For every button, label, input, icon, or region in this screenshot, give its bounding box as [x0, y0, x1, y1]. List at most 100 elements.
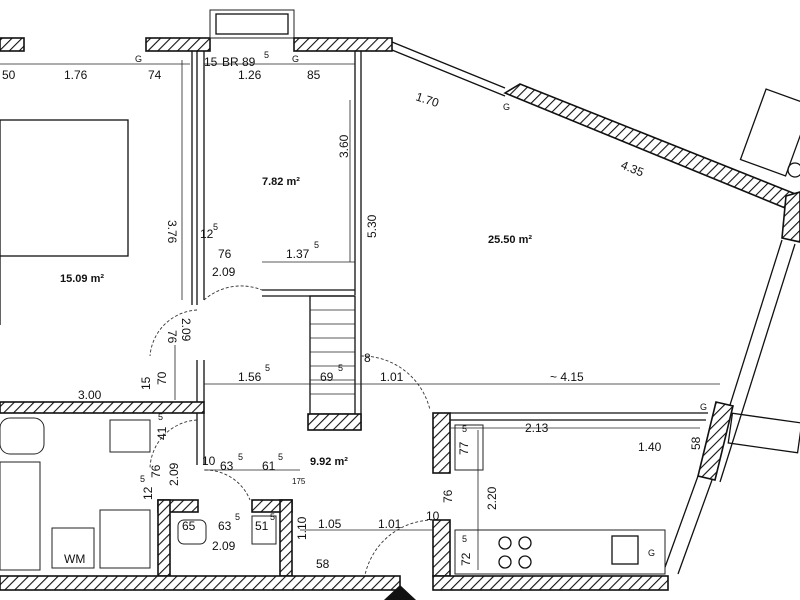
door-kitchen [364, 519, 434, 576]
label-br-sup: 5 [264, 50, 269, 60]
wall-diagonal-top [503, 83, 800, 212]
dim-58b: 58 [316, 557, 330, 571]
dim-156: 1.56 [238, 370, 262, 384]
dim-12: 12 [200, 227, 214, 241]
wall-diagonal-thin-2 [391, 49, 506, 97]
washbasin [109, 419, 151, 453]
wall-stair-bottom [307, 413, 362, 431]
wall-top-center-left [145, 37, 211, 52]
dim-65: 65 [182, 519, 196, 533]
room-area-hall: 9.92 m² [310, 456, 348, 468]
dim-63a: 63 [220, 459, 234, 473]
dim-77: 77 [457, 441, 471, 455]
dim-105: 1.05 [318, 517, 342, 531]
door-wc [204, 469, 251, 501]
cabinet [99, 509, 151, 569]
g-marker-2: G [292, 54, 299, 64]
wc-sink [251, 515, 277, 545]
dim-12b-sup: 5 [140, 474, 145, 484]
wall-right-bottom-2 [677, 479, 713, 575]
dim-v-530: 5.30 [365, 214, 379, 238]
dim-175: 175 [292, 477, 306, 486]
dim-diag-435: 4.35 [619, 158, 646, 180]
dim-209b: 2.09 [179, 318, 193, 342]
dim-10b: 10 [426, 509, 440, 523]
stove-burner-3 [498, 555, 512, 569]
room-area-small: 7.82 m² [262, 176, 300, 188]
dim-58a: 58 [689, 436, 703, 450]
window-pane [215, 13, 289, 35]
walls [0, 9, 800, 600]
dim-140: 1.40 [638, 440, 662, 454]
label-br: BR 89 [222, 55, 256, 69]
dimension-labels: 50 1.76 74 15 1.26 85 1.70 4.35 3.76 3.6… [2, 55, 703, 571]
balcony-lower [727, 412, 800, 454]
dim-76a: 76 [218, 247, 232, 261]
washing-machine [51, 527, 95, 569]
door-bath [149, 419, 198, 469]
g-marker-1: G [135, 54, 142, 64]
dim-41: 41 [155, 426, 169, 440]
dim-220: 2.20 [485, 486, 499, 510]
dim-70: 70 [155, 371, 169, 385]
dim-63b-sup: 5 [235, 512, 240, 522]
dim-8: 8 [364, 351, 371, 365]
dim-72: 72 [459, 552, 473, 566]
wall-top-center-right [293, 37, 393, 52]
dim-63b: 63 [218, 519, 232, 533]
wall-wc-right [279, 499, 293, 577]
wall-wc-left [157, 499, 171, 577]
dim-51-sup: 5 [270, 512, 275, 522]
balcony-unit [739, 88, 800, 177]
bathtub [0, 417, 45, 455]
wall-top-left [0, 37, 25, 52]
stove-burner-1 [498, 536, 512, 550]
room-area-living: 25.50 m² [488, 234, 532, 246]
staircase [309, 295, 356, 415]
north-arrow [384, 585, 416, 600]
dim-51: 51 [255, 519, 269, 533]
window-box [209, 9, 295, 39]
dim-63a-sup: 5 [238, 452, 243, 462]
wall-kitchen-left-bottom [432, 519, 451, 577]
dim-top-126: 1.26 [238, 68, 262, 82]
wall-h-bath-top [0, 401, 205, 414]
g-marker-3: G [503, 102, 510, 112]
wall-right-bottom [663, 475, 699, 571]
dim-213: 2.13 [525, 421, 549, 435]
dim-101a: 1.01 [380, 370, 404, 384]
kitchen-counter [454, 529, 666, 575]
dim-12b: 12 [141, 486, 155, 500]
wall-kitchen-left-top [432, 412, 451, 474]
dim-v-376: 3.76 [165, 220, 179, 244]
dim-101b: 1.01 [378, 517, 402, 531]
dim-69: 69 [320, 370, 334, 384]
room-area-left: 15.09 m² [60, 273, 104, 285]
g-marker-5: G [648, 548, 655, 558]
dim-61: 61 [262, 459, 276, 473]
dim-110: 1.10 [295, 516, 309, 540]
dim-top-50: 50 [2, 68, 16, 82]
dim-72-sup: 5 [462, 534, 467, 544]
wall-right-corner [781, 191, 800, 243]
dim-209c: 2.09 [167, 462, 181, 486]
dim-41-sup: 5 [158, 412, 163, 422]
dim-12-sup: 5 [213, 222, 218, 232]
wall-diagonal-thin [391, 41, 506, 89]
g-marker-4: G [700, 402, 707, 412]
door-small-room [203, 285, 263, 301]
label-wm: WM [64, 552, 85, 566]
dim-top-85: 85 [307, 68, 321, 82]
shower-area [0, 461, 41, 571]
dim-137: 1.37 [286, 247, 310, 261]
dim-156-sup: 5 [265, 363, 270, 373]
wall-right-lower [697, 401, 734, 481]
dim-v-360: 3.60 [337, 134, 351, 158]
dim-10: 10 [202, 454, 216, 468]
door-living [360, 355, 431, 411]
dim-77-sup: 5 [462, 424, 467, 434]
dim-61-sup: 5 [278, 452, 283, 462]
dim-76d: 76 [441, 489, 455, 503]
dim-diag-170: 1.70 [414, 90, 441, 111]
